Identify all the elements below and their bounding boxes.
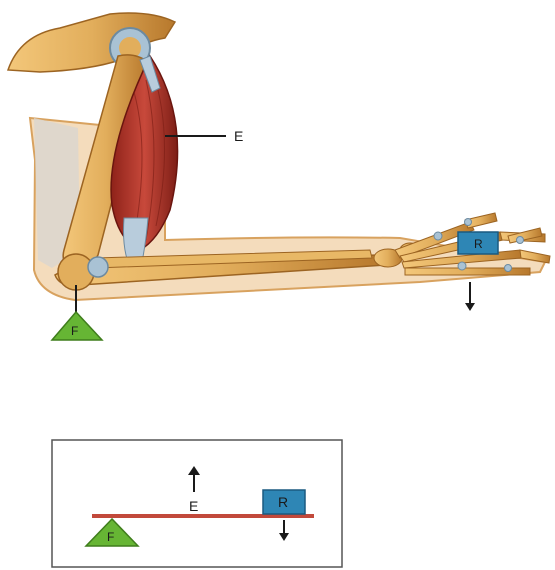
resistance-label: R xyxy=(474,237,483,251)
lever-fulcrum-label: F xyxy=(107,530,114,544)
arm-illustration: E F R xyxy=(8,13,550,340)
lever-schematic: E R F xyxy=(52,440,342,567)
lever-resistance-label: R xyxy=(278,494,288,510)
fulcrum-label: F xyxy=(71,324,78,338)
lever-effort-label: E xyxy=(189,498,198,514)
resistance-arrow-head xyxy=(465,303,475,311)
effort-label: E xyxy=(234,128,243,144)
